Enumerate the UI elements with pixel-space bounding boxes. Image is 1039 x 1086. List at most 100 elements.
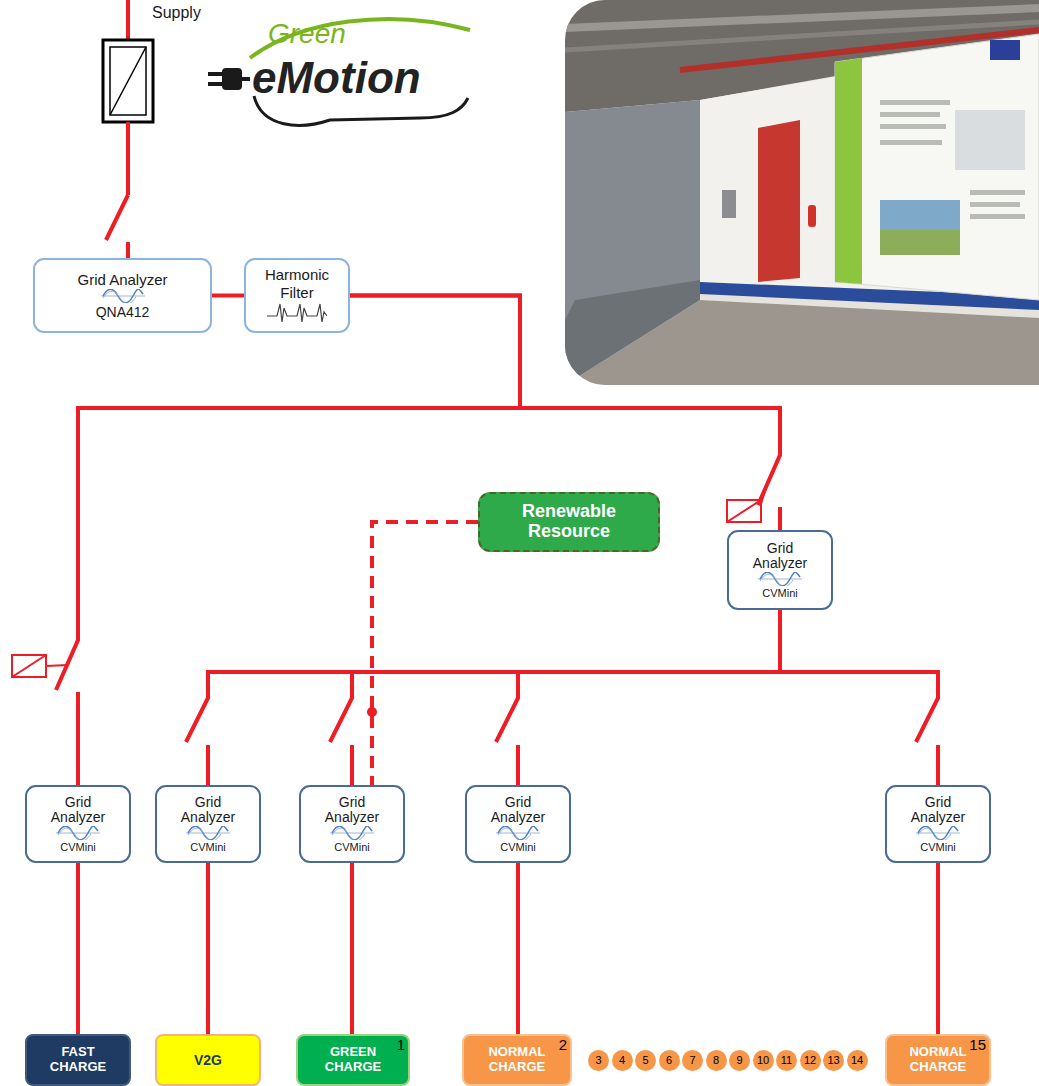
model-text: CVMini [60,841,95,853]
harmonic-icon [267,304,327,322]
filter-box: Harmonic Filter [244,258,350,333]
transformer-symbol [103,40,153,122]
model-text: QNA412 [96,304,150,320]
wave-icon [496,826,540,840]
supply-wire [126,0,130,40]
photo-poster-lines [970,202,1020,207]
logo-text: Green [268,18,346,50]
photo-poster-picture [955,110,1025,170]
wave-icon [56,826,100,840]
photo-floor [565,300,1039,385]
photo-fountain [722,190,736,218]
wave-icon [330,833,374,834]
trip-coil-symbol [12,655,46,677]
wave-icon [916,833,960,834]
wave-icon [498,829,531,841]
node-text: Grid Analyzer [479,795,557,826]
callout-number: 10 [753,1050,774,1071]
trip-coil-symbol [12,655,46,677]
photo-extinguisher [808,205,816,227]
callout-number: 1 [397,1037,405,1052]
wave-icon [760,572,800,586]
photo-poster-lines [880,140,942,145]
wave-icon [101,289,145,303]
renewable-box: Renewable Resource [478,492,660,552]
power-wire [206,863,210,1034]
callout-number: 14 [847,1050,868,1071]
wave-icon [56,833,100,834]
node-text: NORMAL CHARGE [476,1045,558,1075]
callout-number: 8 [706,1050,727,1071]
node-text: 6 [666,1055,672,1066]
analyzer-box: Grid AnalyzerCVMini [727,530,833,610]
callout-number: 15 [969,1037,986,1052]
wave-icon [760,575,793,587]
supply-wire [126,122,130,195]
callout-number: 7 [682,1050,703,1071]
model-text: CVMini [500,841,535,853]
callout-number: 13 [823,1050,844,1071]
wave-icon [916,826,960,840]
trip-coil-symbol [727,500,761,522]
switch-symbol [106,195,128,240]
wave-icon [332,826,372,840]
plug-icon [222,68,242,90]
supply-wire [126,242,130,258]
callout-number: 12 [800,1050,821,1071]
callout-number: 9 [729,1050,750,1071]
wave-icon [332,829,365,841]
node-text: 11 [781,1055,792,1066]
model-text: CVMini [762,587,797,599]
node-text: NORMAL CHARGE [899,1045,977,1075]
photo-poster [835,58,862,284]
power-wire [76,863,80,1034]
wave-icon [758,572,802,586]
charger-box: NORMAL CHARGE2 [462,1034,572,1086]
node-text: GREEN CHARGE [310,1045,396,1075]
node-text: Grid Analyzer [169,795,247,826]
logo-text: eMotion [252,56,421,100]
node-text: 5 [642,1055,648,1066]
power-wire [936,863,940,1034]
charger-box: GREEN CHARGE1 [296,1034,410,1086]
analyzer-box: Grid AnalyzerCVMini [885,785,991,863]
node-text: Grid Analyzer [313,795,391,826]
analyzer-box: Grid AnalyzerCVMini [25,785,131,863]
photo-poster-lines [880,112,940,117]
transformer-symbol [110,47,146,115]
callout-number: 3 [588,1050,609,1071]
analyzer-box: Grid AnalyzerQNA412 [33,258,212,333]
wave-icon [498,826,538,840]
callout-number: 11 [776,1050,797,1071]
wave-icon [101,296,145,297]
node-text: 3 [595,1055,601,1066]
photo-poster-lines [880,100,950,105]
photo-poster-lines [880,124,946,129]
photo-poster-picture [880,230,960,255]
power-wire [330,610,780,785]
wave-icon [496,833,540,834]
node-text: Grid Analyzer [741,541,819,572]
node-text: 9 [736,1055,742,1066]
trip-coil-symbol [727,500,761,522]
transformer-symbol [110,47,146,115]
node-text: 8 [713,1055,719,1066]
wave-icon [103,289,143,303]
model-text: CVMini [190,841,225,853]
wave-icon [188,826,228,840]
wave-icon [918,829,951,841]
node-text: Renewable Resource [510,502,628,542]
plug-icon [208,72,222,76]
plug-icon [242,77,250,81]
node-text: Grid Analyzer [77,271,167,288]
wave-icon [103,291,136,303]
photo-door [758,120,800,282]
wave-icon [330,826,374,840]
callout-number: 2 [559,1037,567,1052]
callout-number: 4 [612,1050,633,1071]
photo-poster-lines [970,190,1025,195]
node-text: 12 [804,1055,816,1066]
callout-number: 6 [659,1050,680,1071]
node-text: 4 [619,1055,625,1066]
